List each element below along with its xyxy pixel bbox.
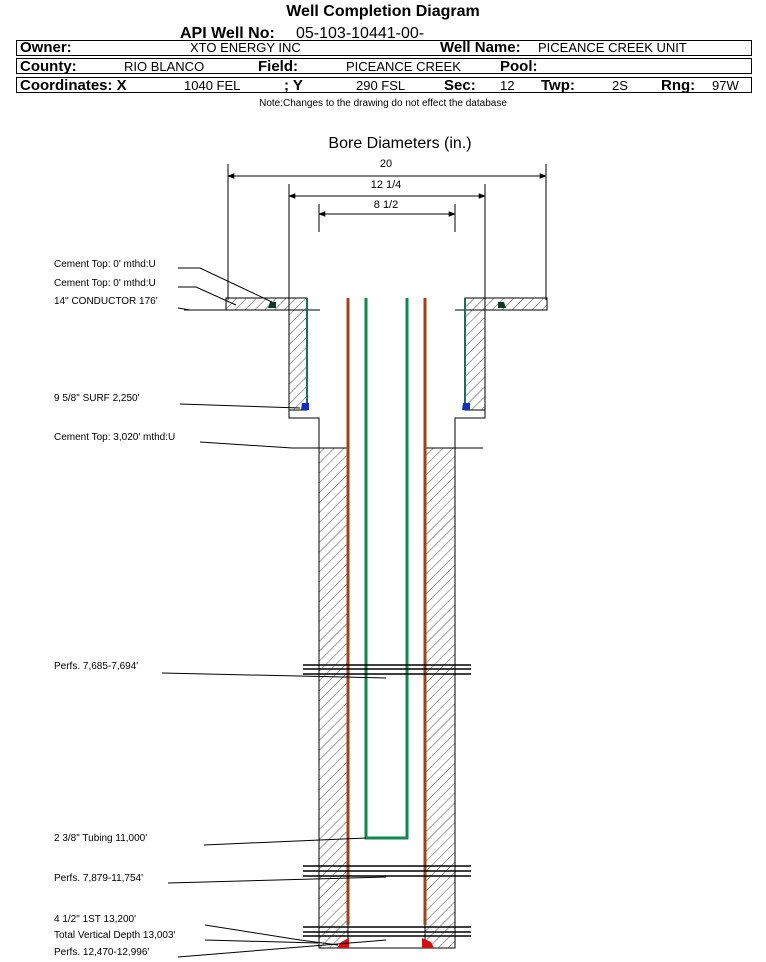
- borehole-outline: [288, 410, 486, 949]
- perforations-3: [303, 926, 471, 937]
- api-well-label: API Well No:: [180, 25, 275, 42]
- rng-value: 97W: [712, 78, 739, 93]
- bore-diameter-20: 20: [379, 158, 393, 170]
- owner-label: Owner:: [20, 39, 72, 56]
- diagram-title: Well Completion Diagram: [286, 3, 480, 20]
- cement-top-marks: [184, 309, 483, 449]
- field-value: PICEANCE CREEK: [346, 59, 461, 74]
- coordinates-row: [16, 77, 752, 93]
- coord-x-value: 1040 FEL: [184, 78, 241, 93]
- surface-casing-label: 9 5/8" SURF 2,250': [54, 393, 140, 404]
- twp-value: 2S: [612, 78, 628, 93]
- coord-y-value: 290 FSL: [356, 78, 406, 93]
- api-well-value: 05-103-10441-00-: [296, 25, 425, 42]
- coord-x-label: Coordinates: X: [20, 77, 127, 94]
- owner-value: XTO ENERGY INC: [190, 40, 301, 55]
- owner-row: [16, 40, 752, 56]
- perfs-label-3: Perfs. 12,470-12,996': [54, 947, 150, 958]
- pool-label: Pool:: [500, 58, 538, 75]
- leader-lines: [161, 267, 387, 958]
- bore-diameter-12-1-4: 12 1/4: [370, 179, 402, 191]
- county-label: County:: [20, 58, 77, 75]
- total-vertical-depth-label: Total Vertical Depth 13,003': [54, 930, 176, 941]
- cement-top-label-3: Cement Top: 3,020' mthd:U: [54, 432, 176, 443]
- tubing: [364, 298, 409, 840]
- production-casing-cement: [318, 447, 456, 949]
- perforations-1: [303, 664, 471, 675]
- coord-y-label: ; Y: [284, 77, 303, 94]
- perfs-label-2: Perfs. 7,879-11,754': [54, 873, 144, 884]
- field-label: Field:: [258, 58, 298, 75]
- well-name-label: Well Name:: [440, 39, 521, 56]
- conductor-label: 14" CONDUCTOR 176': [54, 296, 158, 307]
- bore-diameters-title: Bore Diameters (in.): [328, 135, 472, 152]
- perfs-label-1: Perfs. 7,685-7,694': [54, 661, 139, 672]
- cement-top-label-1: Cement Top: 0' mthd:U: [54, 259, 156, 270]
- cement-top-label-2: Cement Top: 0' mthd:U: [54, 278, 156, 289]
- surface-casing-cement: [288, 309, 486, 411]
- county-value: RIO BLANCO: [124, 59, 205, 74]
- bore-diameter-8-1-2: 8 1/2: [373, 199, 399, 211]
- surface-casing: [306, 298, 466, 410]
- twp-label: Twp:: [541, 77, 575, 94]
- perforations-2: [303, 865, 471, 877]
- dimension-lines: [227, 164, 547, 310]
- tubing-label: 2 3/8" Tubing 11,000': [54, 833, 148, 844]
- database-note: Note:Changes to the drawing do not effec…: [259, 98, 507, 109]
- conductor-cement: [225, 297, 548, 311]
- production-casing-label: 4 1/2" 1ST 13,200': [54, 914, 137, 925]
- sec-label: Sec:: [444, 77, 476, 94]
- well-name-value: PICEANCE CREEK UNIT: [538, 40, 687, 55]
- production-casing: [346, 298, 427, 925]
- cement-shoes: [268, 302, 506, 948]
- rng-label: Rng:: [661, 77, 696, 94]
- sec-value: 12: [500, 78, 515, 93]
- county-row: [16, 58, 752, 74]
